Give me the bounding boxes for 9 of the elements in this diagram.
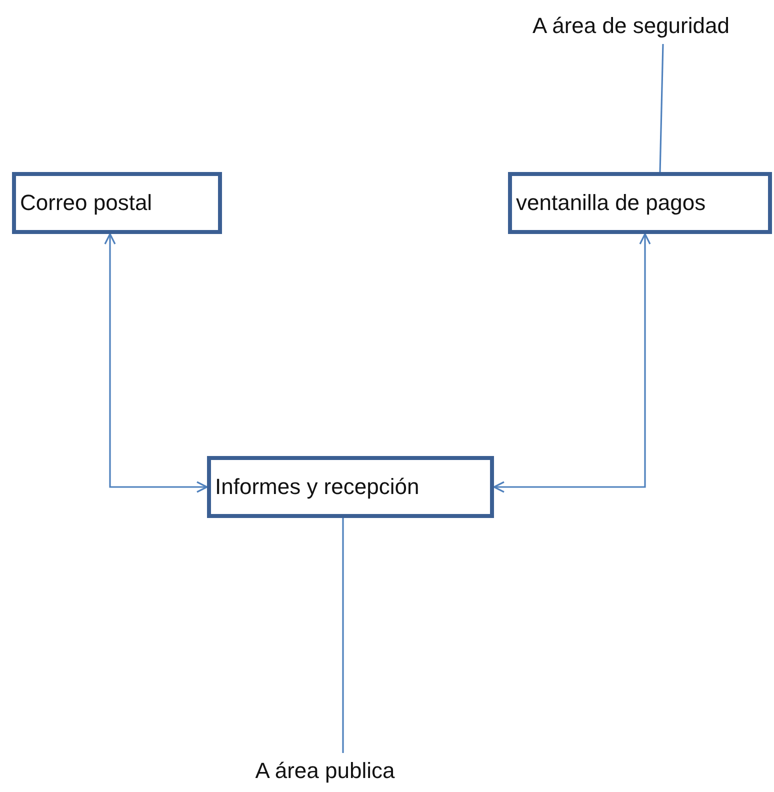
destination-label: A área de seguridad — [500, 8, 762, 44]
process-box: Informes y recepción — [207, 456, 494, 518]
arrow — [493, 233, 651, 493]
connector-line — [342, 518, 344, 753]
arrow — [104, 233, 208, 493]
destination-label: A área publica — [220, 753, 430, 789]
process-box: ventanilla de pagos — [508, 172, 772, 234]
process-box: Correo postal — [12, 172, 222, 234]
connector-line — [659, 44, 664, 172]
